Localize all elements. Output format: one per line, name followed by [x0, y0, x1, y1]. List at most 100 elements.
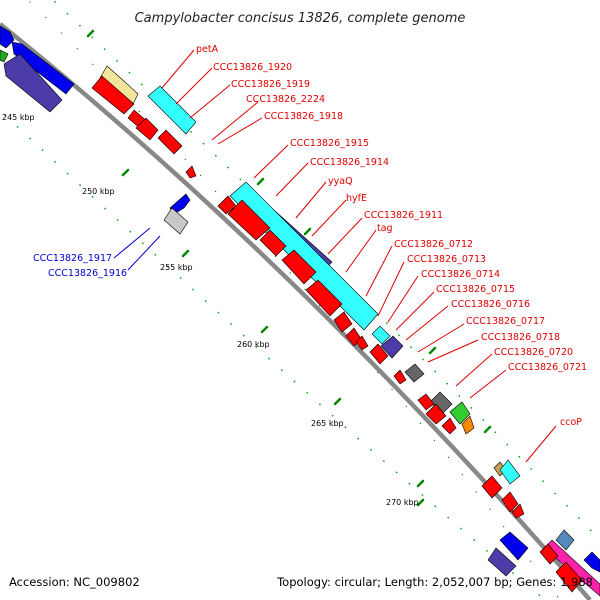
tick-mark: [333, 397, 342, 406]
leader-line: [417, 323, 465, 353]
tick-mark: [416, 479, 425, 488]
forward-gene: [305, 279, 343, 317]
kbp-label: 270 kbp: [386, 498, 419, 507]
reverse-gene: [461, 415, 475, 435]
gene-label: CCC13826_0716: [451, 299, 530, 310]
forward-gene: [501, 491, 519, 513]
kbp-label: 260 kbp: [237, 340, 270, 349]
forward-gene: [135, 117, 159, 141]
leader-line: [175, 67, 213, 105]
reverse-label-leaders: [113, 227, 161, 271]
tick-mark: [428, 346, 437, 355]
reverse-gene: [0, 25, 15, 49]
leader-line: [387, 275, 419, 323]
cds-feature: [147, 85, 197, 135]
kbp-label: 250 kbp: [82, 187, 115, 196]
forward-gene: [227, 199, 271, 241]
forward-gene: [333, 311, 353, 333]
reverse-gene: [3, 53, 63, 113]
forward-gene: [355, 335, 369, 351]
tick-mark: [416, 498, 425, 507]
reverse-gene: [404, 363, 425, 383]
gene-label: CCC13826_0718: [481, 332, 560, 343]
cds-feature: [499, 459, 521, 485]
gene-label: CCC13826_2224: [246, 94, 325, 105]
gene-label: CCC13826_1920: [213, 62, 292, 73]
accession-text: Accession: NC_009802: [9, 575, 140, 589]
gene-label: CCC13826_1916: [48, 268, 127, 279]
gene-label: yyaQ: [328, 176, 353, 187]
gene-label: CCC13826_1918: [264, 111, 343, 122]
tick-mark: [256, 177, 265, 186]
gene-label: CCC13826_0721: [508, 362, 587, 373]
forward-label-leaders: [161, 49, 557, 463]
tick-mark: [86, 29, 95, 38]
reverse-gene: [487, 547, 517, 577]
leader-line: [295, 181, 327, 219]
cds-feature: [371, 325, 391, 345]
gene-label: CCC13826_0712: [394, 239, 473, 250]
reverse-gene: [0, 49, 9, 63]
gene-label: ccoP: [560, 417, 582, 428]
gene-label: CCC13826_1915: [290, 138, 369, 149]
forward-gene: [555, 561, 583, 593]
leader-line: [217, 117, 263, 145]
gene-label: tag: [377, 223, 393, 234]
reverse-gene: [11, 41, 75, 95]
reverse-gene-labels: CCC13826_1917 CCC13826_1916: [33, 253, 127, 279]
leader-line: [405, 305, 449, 341]
gene-label: CCC13826_0713: [407, 254, 486, 265]
forward-gene: [511, 503, 525, 519]
reverse-gene: [583, 551, 600, 573]
forward-gene: [185, 165, 197, 179]
tick-mark: [303, 227, 312, 236]
genome-stats-text: Topology: circular; Length: 2,052,007 bp…: [276, 575, 593, 589]
reverse-gene: [380, 335, 404, 359]
forward-gene: [369, 343, 389, 365]
gene-label: CCC13826_0714: [421, 269, 500, 280]
tick-mark: [121, 168, 130, 177]
leader-line: [211, 101, 259, 141]
reverse-gene: [499, 531, 529, 561]
forward-gene: [281, 249, 317, 285]
reverse-gene: [163, 207, 189, 235]
forward-gene-labels: petA CCC13826_1920 CCC13826_1919 CCC1382…: [196, 44, 587, 428]
leader-line: [365, 245, 393, 297]
tick-mark: [181, 249, 190, 258]
leader-line: [161, 49, 195, 89]
leader-line: [377, 261, 405, 317]
gene-label: CCC13826_1917: [33, 253, 112, 264]
forward-strand-genes: [91, 75, 583, 593]
reverse-gene: [555, 529, 575, 551]
gene-label: CCC13826_1911: [364, 210, 443, 221]
kbp-label: 265 kbp: [311, 419, 344, 428]
gene-label: CCC13826_0715: [436, 284, 515, 295]
leader-line: [327, 217, 363, 255]
kbp-ticks: [86, 29, 492, 507]
leader-line: [127, 235, 161, 271]
tick-mark: [483, 425, 492, 434]
forward-gene: [539, 543, 559, 565]
map-title: Campylobacter concisus 13826, complete g…: [135, 11, 466, 26]
leader-line: [395, 291, 435, 331]
leader-line: [275, 162, 309, 197]
reverse-gene: [449, 401, 471, 425]
leader-line: [525, 425, 557, 463]
cds-feature: [229, 181, 379, 331]
forward-gene: [425, 403, 447, 425]
forward-gene: [441, 417, 457, 435]
forward-gene: [393, 369, 407, 385]
leader-line: [189, 84, 231, 119]
gene-label: CCC13826_1914: [310, 157, 389, 168]
forward-gene: [417, 393, 435, 411]
leader-line: [345, 229, 377, 273]
gene-label: petA: [196, 44, 219, 55]
forward-gene: [157, 129, 183, 155]
tick-mark: [260, 325, 269, 334]
gene-label: hyfE: [346, 193, 367, 204]
forward-gene: [481, 475, 503, 499]
leader-line: [113, 227, 151, 259]
gene-label: CCC13826_0717: [466, 316, 545, 327]
